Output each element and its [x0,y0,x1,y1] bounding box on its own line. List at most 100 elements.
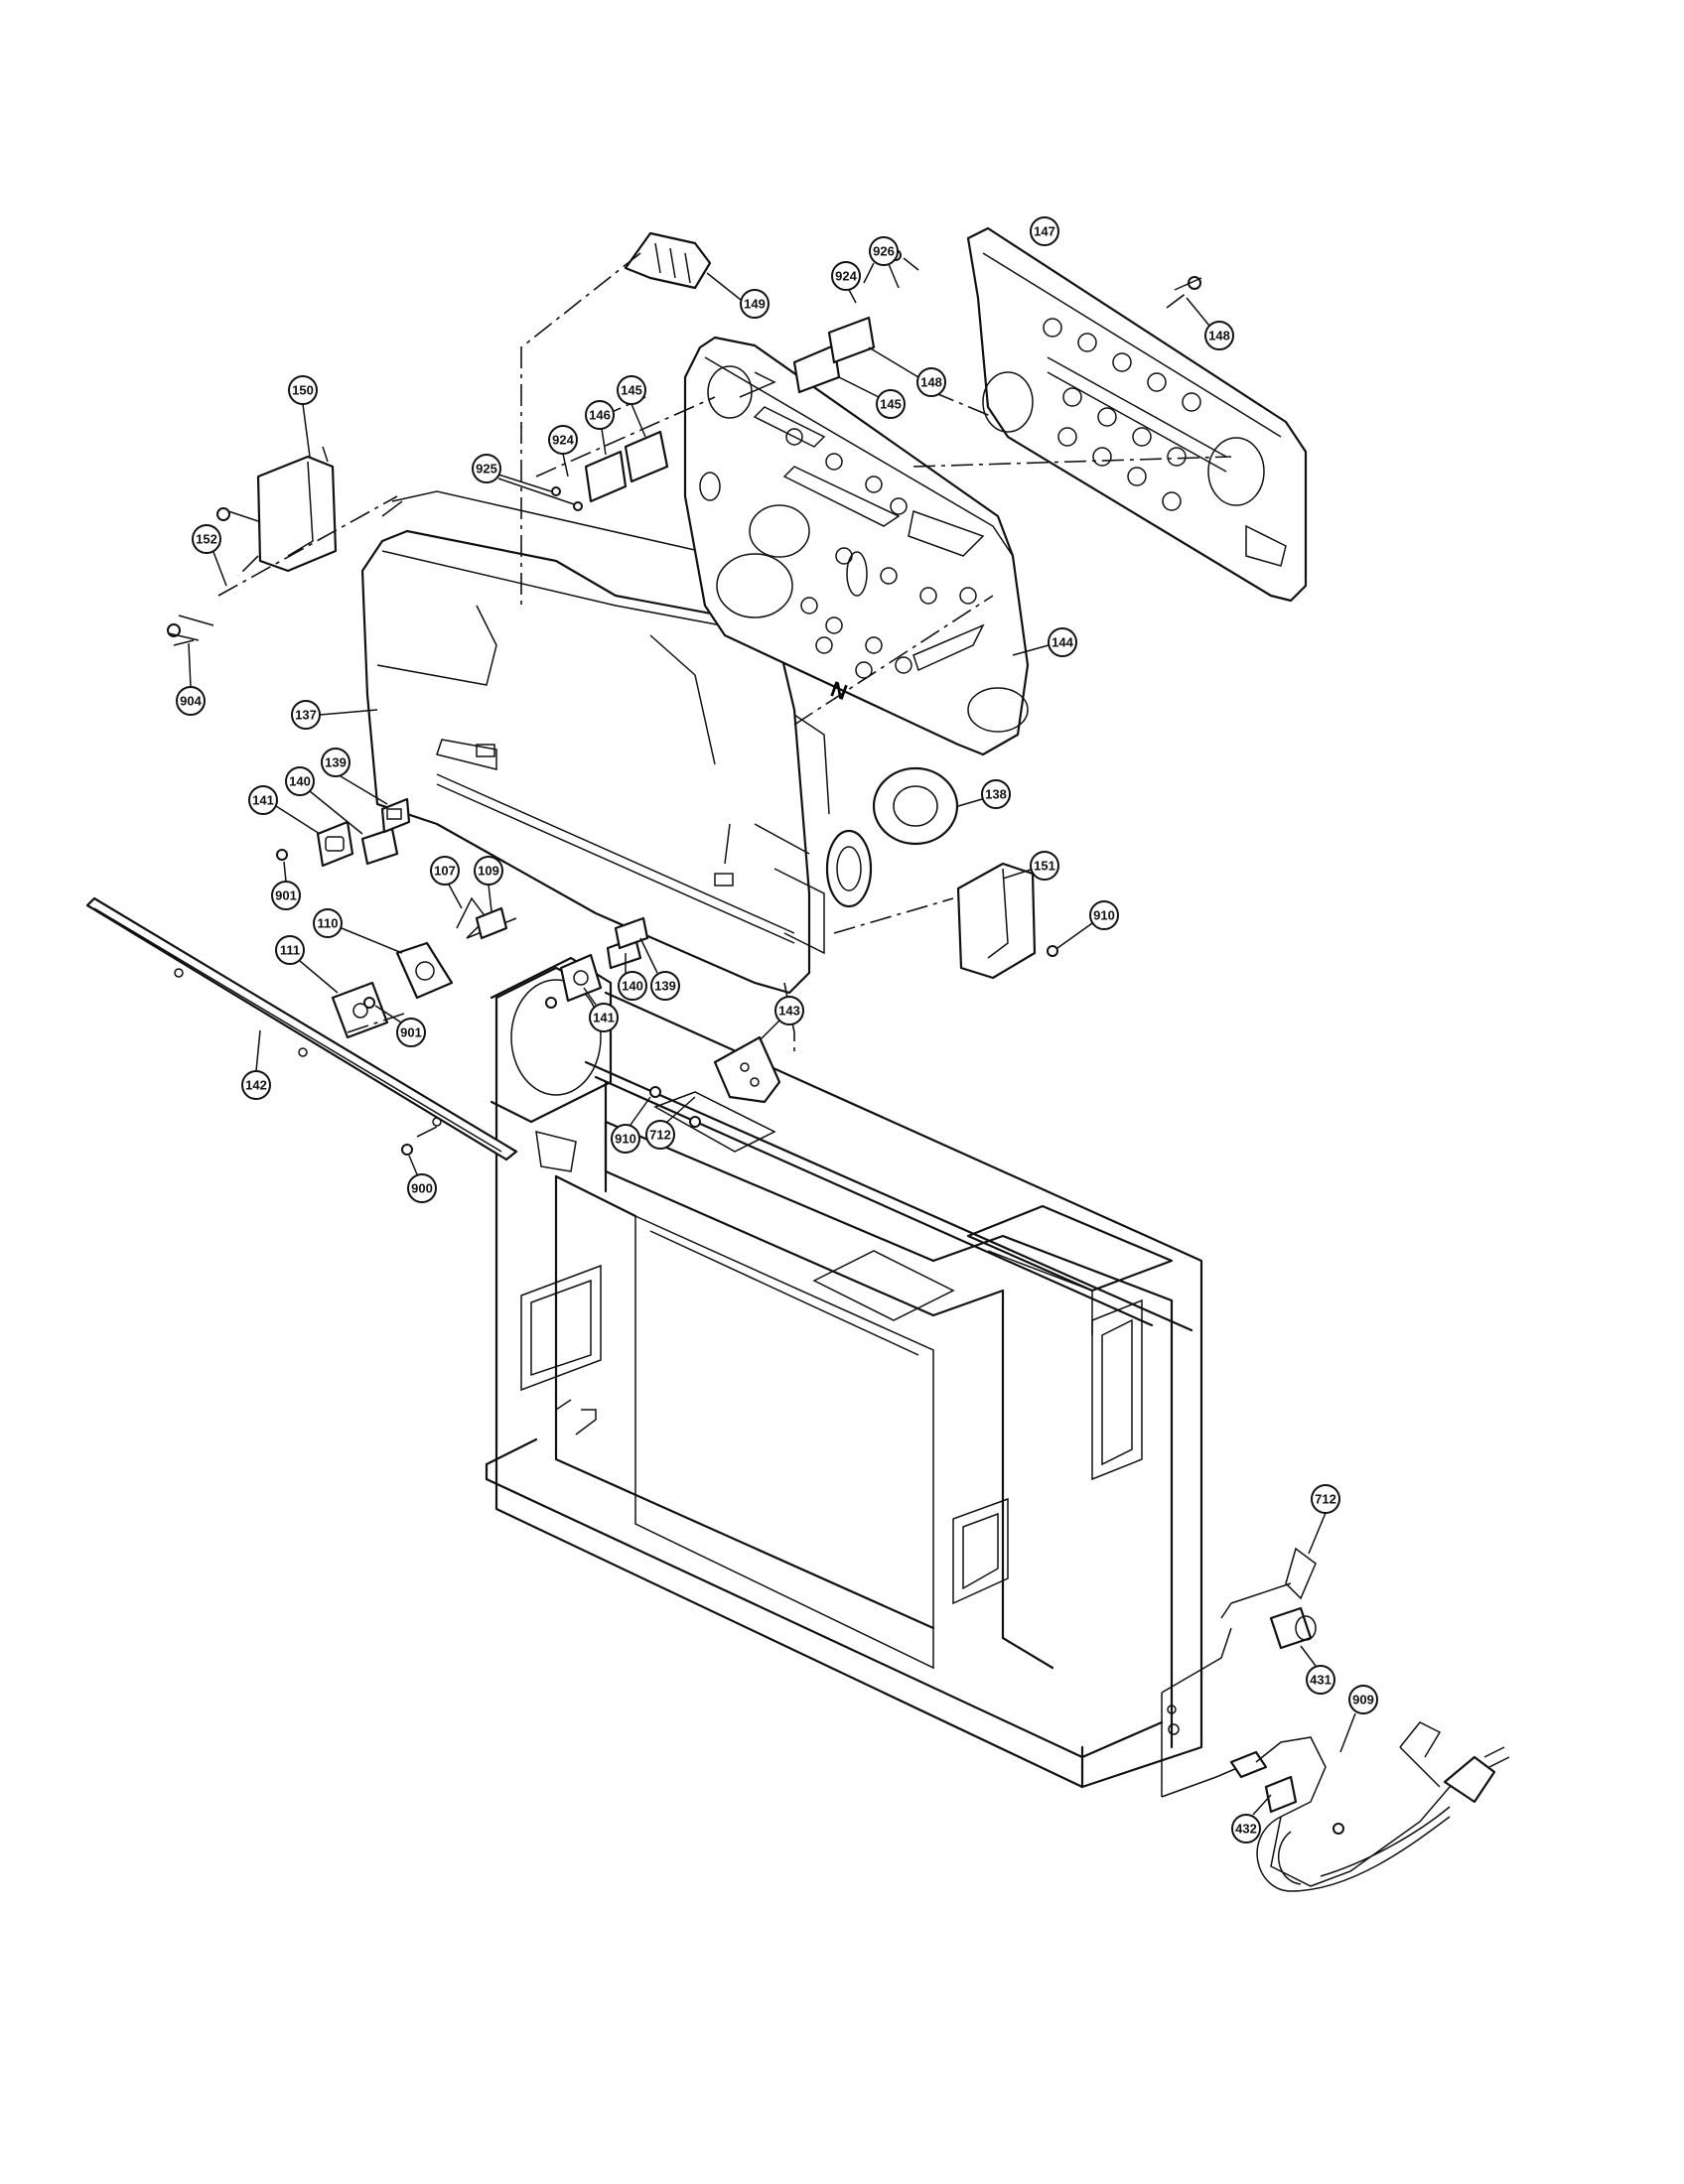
svg-text:712: 712 [649,1128,671,1143]
callout-926: 926 [863,236,900,289]
svg-text:904: 904 [180,694,202,709]
svg-text:141: 141 [252,793,274,808]
speaker-magnet [825,829,873,908]
svg-text:139: 139 [654,979,676,994]
callout-139-upper: 139 [321,748,388,805]
callout-140-upper: 140 [285,766,363,835]
svg-text:909: 909 [1352,1693,1374,1707]
callout-901-upper: 901 [271,861,301,910]
callout-141-lower: 141 [583,987,619,1032]
callout-110: 110 [313,908,403,954]
clip-149 [624,231,712,290]
svg-text:149: 149 [744,297,766,312]
callout-910-right: 910 [1056,900,1119,949]
callout-139-lower: 139 [639,937,680,1001]
grille-holes [1043,318,1201,511]
callout-901-lower: 901 [374,1005,426,1047]
svg-text:140: 140 [289,774,311,789]
grille-147 [966,226,1308,603]
callout-107: 107 [430,856,463,909]
svg-text:910: 910 [615,1132,636,1147]
callout-151: 151 [1002,851,1059,881]
svg-text:140: 140 [622,979,643,994]
callout-137: 137 [291,700,378,730]
callout-142: 142 [241,1029,271,1100]
callout-909: 909 [1339,1685,1378,1753]
callout-910-lower: 910 [611,1096,651,1154]
callout-138: 138 [957,779,1011,809]
svg-text:900: 900 [411,1181,433,1196]
svg-text:712: 712 [1315,1492,1336,1507]
callout-143: 143 [759,996,804,1041]
svg-text:146: 146 [589,408,611,423]
svg-text:152: 152 [196,532,217,547]
callout-147: 147 [1030,216,1059,246]
callout-150: 150 [288,375,318,458]
callout-432: 432 [1231,1794,1272,1843]
svg-text:138: 138 [985,787,1007,802]
plates-110-111 [331,941,454,1039]
callout-149: 149 [706,272,770,319]
strip-142 [85,896,518,1161]
callout-152: 152 [192,524,227,587]
svg-text:147: 147 [1034,224,1055,239]
callout-925: 925 [472,454,575,505]
callout-712-right: 712 [1308,1484,1340,1555]
plates-145-146 [584,316,876,503]
svg-text:142: 142 [245,1078,267,1093]
svg-text:109: 109 [478,864,499,879]
svg-text:145: 145 [880,397,902,412]
callout-140-lower: 140 [618,953,647,1001]
parts-107-109 [456,896,517,940]
ring-138 [872,766,959,846]
callout-904: 904 [176,642,206,716]
svg-text:111: 111 [280,943,300,958]
callout-145-right: 145 [838,376,906,419]
svg-text:901: 901 [275,888,297,903]
svg-text:150: 150 [292,383,314,398]
bracket-151 [956,862,1037,980]
callout-146: 146 [585,400,615,456]
svg-text:901: 901 [400,1025,422,1040]
svg-text:144: 144 [1052,635,1073,650]
callout-148-plate: 148 [868,346,946,397]
baffle-holes [785,428,977,679]
svg-text:141: 141 [593,1011,615,1025]
svg-text:925: 925 [476,462,497,477]
callout-924-top: 924 [831,261,861,304]
svg-text:145: 145 [621,383,642,398]
callout-141-upper: 141 [248,785,321,835]
grommets-lower [559,916,649,1003]
svg-text:137: 137 [295,708,317,723]
bracket-150 [256,446,338,573]
svg-text:148: 148 [1208,329,1230,343]
callout-layer: 147 926 924 149 148 148 145 [176,216,1378,1843]
svg-text:924: 924 [835,269,857,284]
callout-431: 431 [1300,1645,1335,1695]
svg-text:432: 432 [1235,1822,1257,1837]
callout-148-grille: 148 [1186,297,1234,350]
svg-text:148: 148 [920,375,942,390]
callout-924-left: 924 [548,425,578,478]
callout-109: 109 [474,856,503,912]
svg-text:151: 151 [1034,859,1055,874]
screws [167,249,1344,1835]
svg-text:926: 926 [873,244,895,259]
callout-144: 144 [1012,627,1077,657]
power-cord-assembly [1161,1547,1510,1892]
bracket-143 [713,1035,781,1104]
alignment-lines [217,252,1232,1138]
callout-712-center: 712 [645,1096,696,1150]
svg-text:910: 910 [1093,908,1115,923]
callout-145-left: 145 [617,375,646,438]
callout-111: 111 [275,935,339,994]
grommets-upper [316,797,411,868]
svg-text:143: 143 [778,1004,800,1019]
baffle-144: N [683,336,1030,756]
callout-900: 900 [407,1155,437,1203]
svg-text:107: 107 [434,864,456,879]
svg-text:139: 139 [325,755,347,770]
svg-text:431: 431 [1310,1673,1332,1688]
svg-text:924: 924 [552,433,574,448]
